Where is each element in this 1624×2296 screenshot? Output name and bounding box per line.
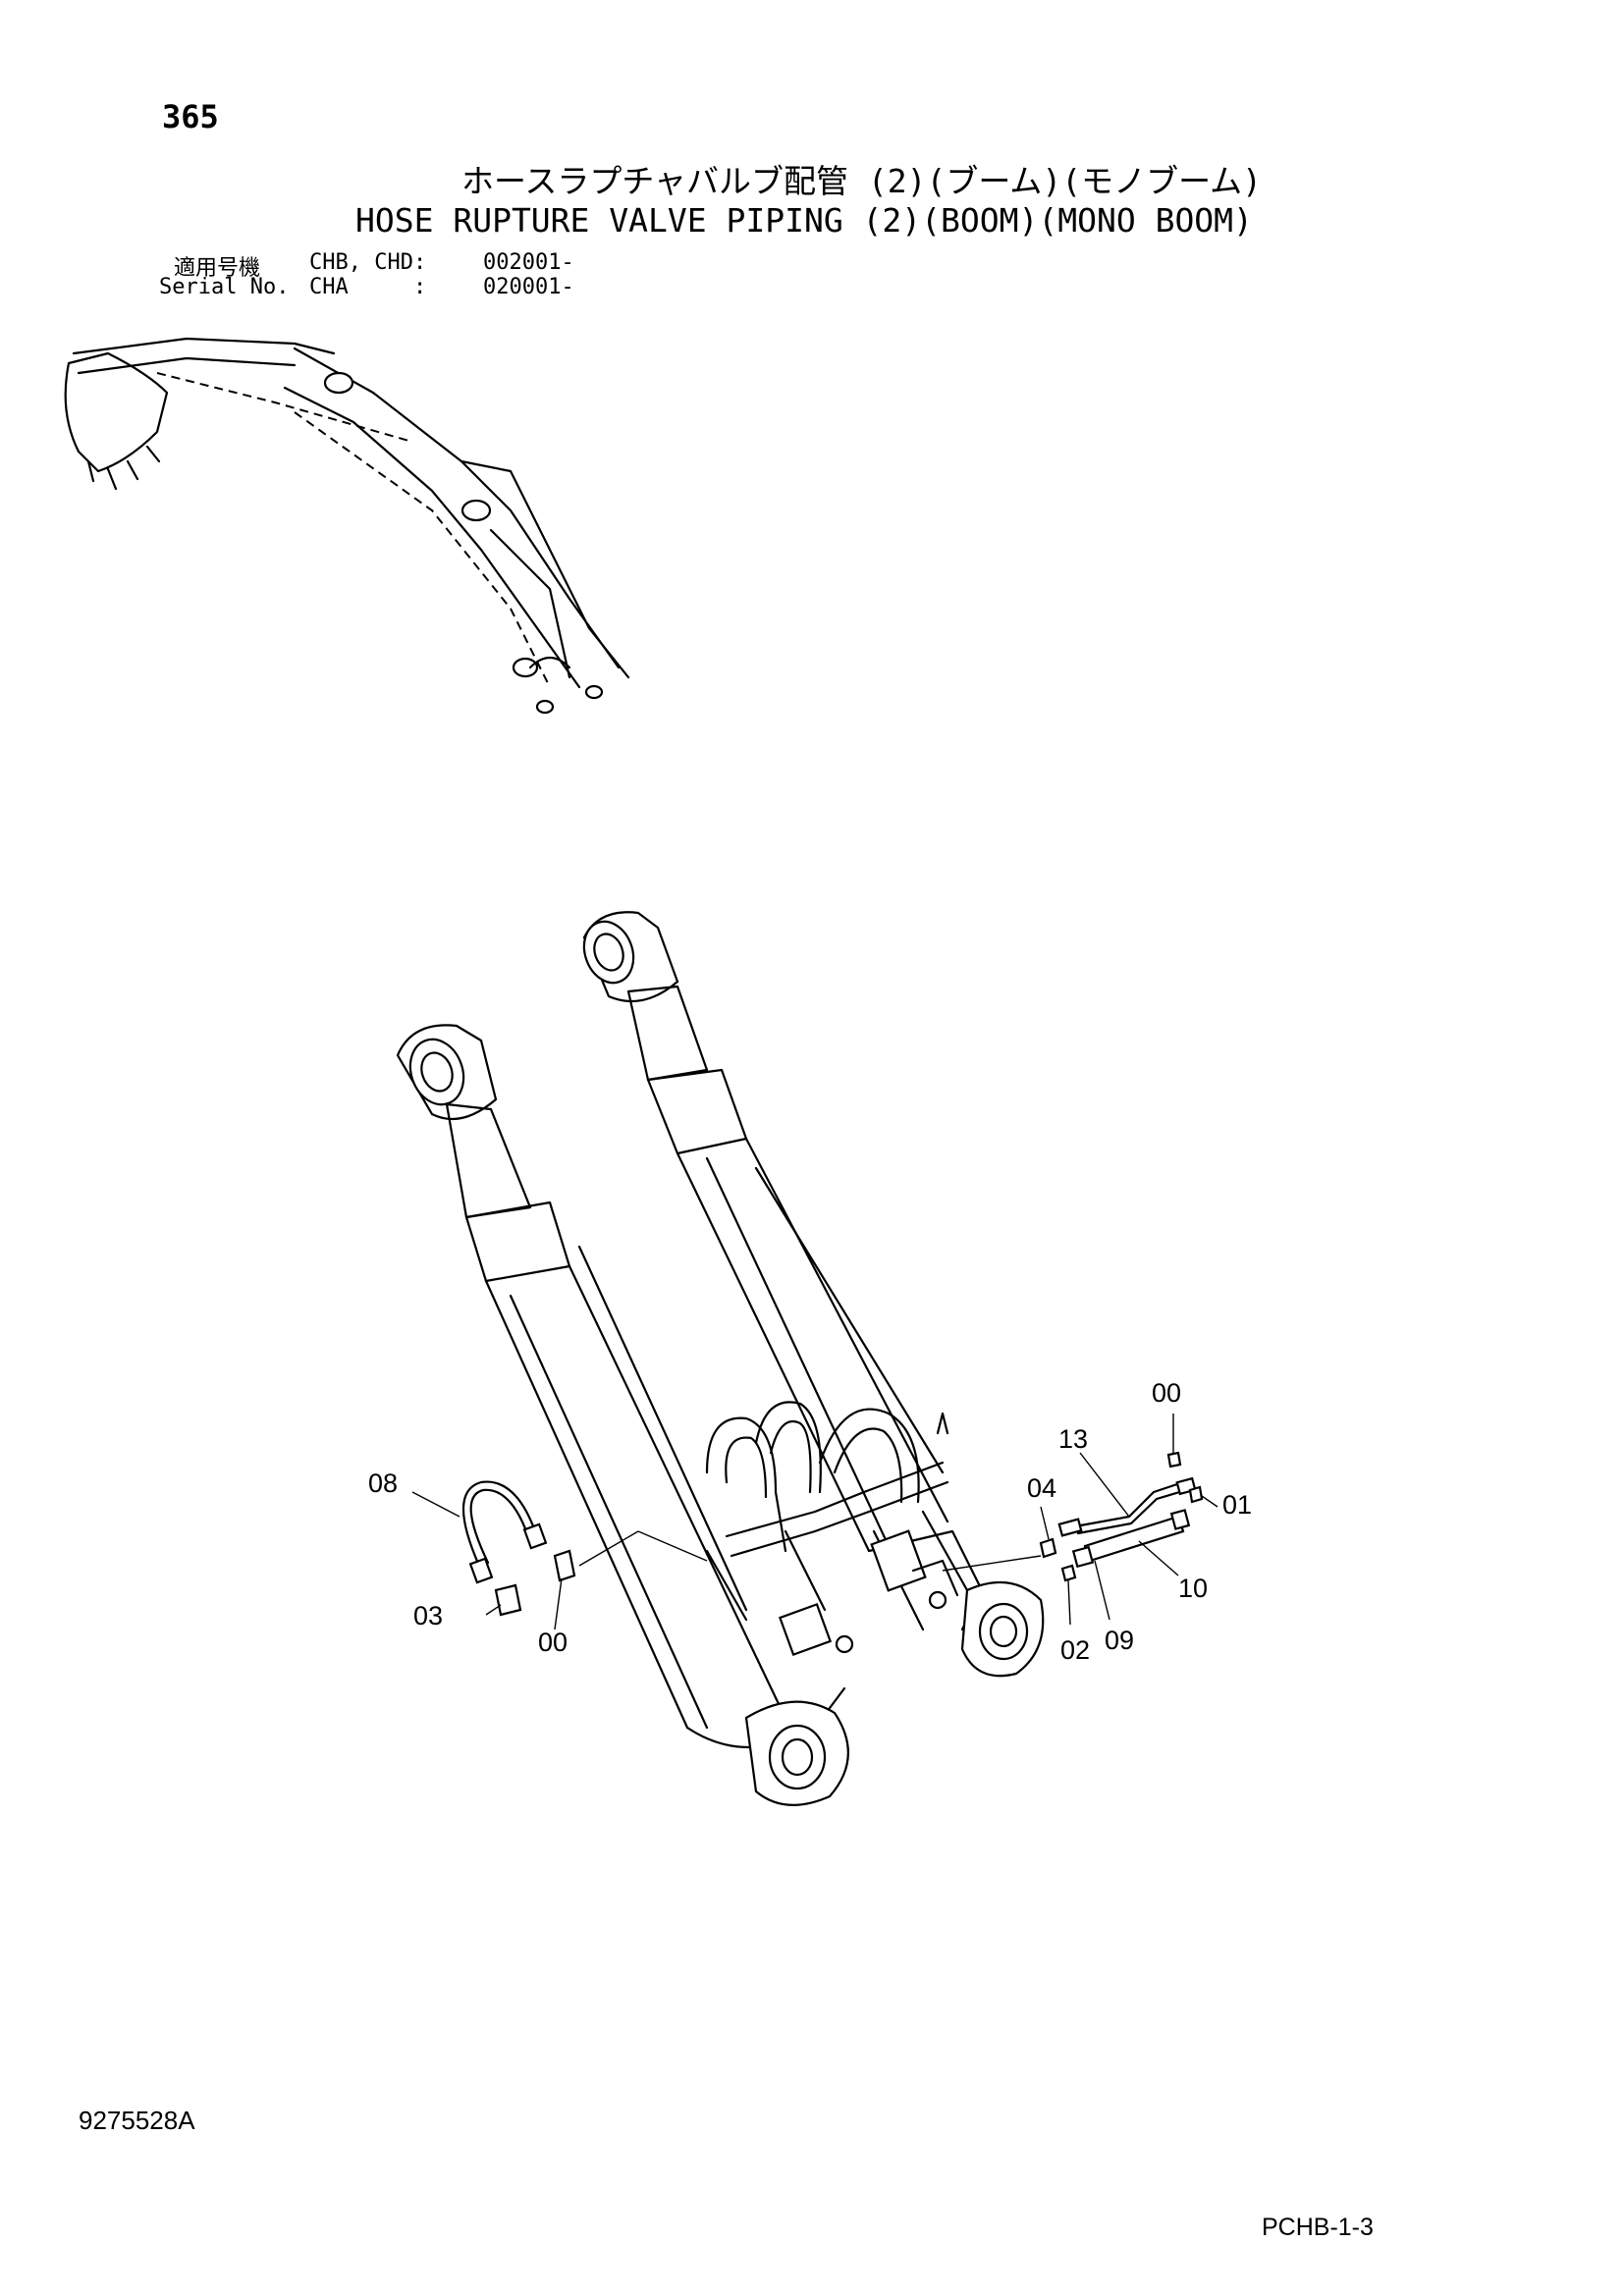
leader-lines — [411, 1414, 1218, 1630]
callout-09: 09 — [1105, 1626, 1134, 1655]
page-code: PCHB-1-3 — [1262, 2214, 1374, 2241]
callout-01: 01 — [1222, 1490, 1252, 1520]
title-japanese: ホースラプチャバルブ配管 (2)(ブーム)(モノブーム) — [461, 162, 1262, 200]
callout-03: 03 — [413, 1601, 443, 1630]
serial-range-row-2: 020001- — [483, 275, 574, 299]
page-number: 365 — [162, 98, 219, 135]
callout-08: 08 — [368, 1468, 398, 1498]
excavator-overview-thumbnail — [64, 337, 630, 715]
serial-models-row-1: CHB, CHD: — [309, 250, 427, 275]
callout-labels: 00 13 04 01 08 10 03 00 02 09 — [368, 1378, 1252, 1665]
callout-00-right: 00 — [1152, 1378, 1181, 1408]
valve-piping-loops — [705, 1401, 969, 1657]
callout-13: 13 — [1058, 1424, 1088, 1454]
callout-02: 02 — [1060, 1635, 1090, 1665]
serial-label-japanese: 適用号機 — [174, 256, 261, 281]
callout-00-left: 00 — [538, 1628, 568, 1657]
callout-04: 04 — [1027, 1473, 1056, 1503]
callout-10: 10 — [1178, 1574, 1208, 1603]
title-english: HOSE RUPTURE VALVE PIPING (2)(BOOM)(MONO… — [355, 201, 1253, 240]
serial-models-row-2: CHA : — [309, 275, 427, 299]
drawing-number: 9275528A — [79, 2106, 195, 2135]
right-hose-assembly — [942, 1451, 1204, 1582]
serial-label-english: Serial No. — [159, 275, 290, 299]
serial-range-row-1: 002001- — [483, 250, 574, 275]
left-boom-cylinder — [396, 1024, 849, 1806]
right-boom-cylinder — [582, 911, 1045, 1678]
